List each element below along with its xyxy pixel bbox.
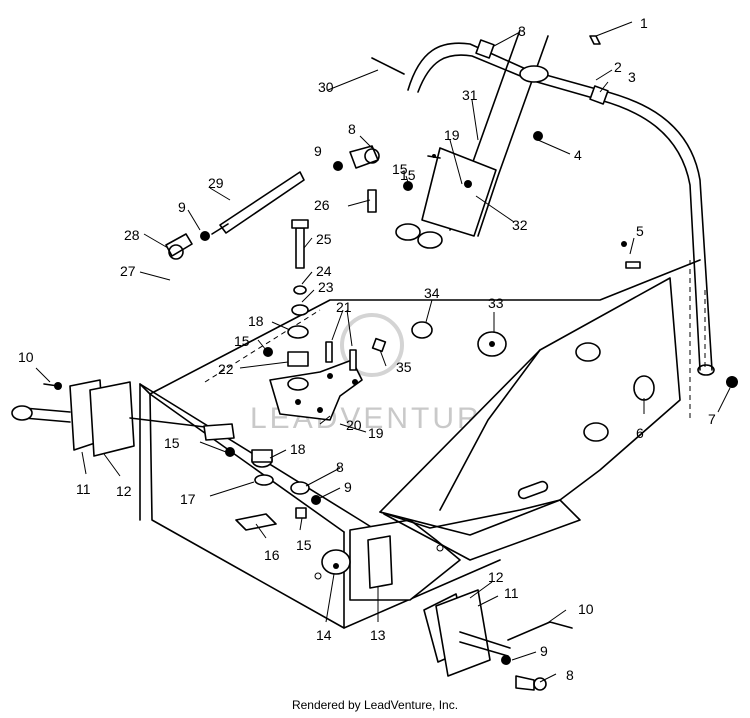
callout-15e: 15: [400, 167, 416, 183]
callout-19b: 19: [368, 425, 384, 441]
callout-30: 30: [318, 79, 334, 95]
callout-14: 14: [316, 627, 332, 643]
frame: [139, 259, 706, 629]
callout-2: 2: [614, 59, 622, 75]
callout-9d: 9: [540, 643, 548, 659]
callout-23: 23: [318, 279, 334, 295]
callout-8c: 8: [566, 667, 574, 683]
callout-12a: 12: [116, 483, 132, 499]
callout-22: 22: [218, 361, 234, 377]
callout-3b: 3: [628, 69, 636, 85]
callout-27: 27: [120, 263, 136, 279]
callout-16: 16: [264, 547, 280, 563]
callout-18a: 18: [248, 313, 264, 329]
callout-19a: 19: [444, 127, 460, 143]
callout-17: 17: [180, 491, 196, 507]
callout-32: 32: [512, 217, 528, 233]
right-parts: [367, 35, 738, 401]
callout-6: 6: [636, 425, 644, 441]
callout-1: 1: [640, 15, 648, 31]
callout-24: 24: [316, 263, 332, 279]
callout-29: 29: [208, 175, 224, 191]
right-spindle: [423, 589, 573, 691]
callout-9b: 9: [178, 199, 186, 215]
callout-5: 5: [636, 223, 644, 239]
callout-26: 26: [314, 197, 330, 213]
callout-11a: 11: [76, 481, 91, 497]
callout-labels: 1 2 3 3 4 5 6 7 8 8 8 9 9 9 9 10 10 11 1…: [18, 15, 716, 683]
callout-25: 25: [316, 231, 332, 247]
callout-21: 21: [336, 299, 352, 315]
callout-10a: 10: [18, 349, 34, 365]
steering-handlebar: [395, 29, 715, 376]
callout-10b: 10: [578, 601, 594, 617]
callout-20: 20: [346, 417, 362, 433]
callout-15c: 15: [164, 435, 180, 451]
lower-parts: [225, 347, 444, 589]
callout-8a: 8: [348, 121, 356, 137]
callout-35: 35: [396, 359, 412, 375]
callout-9a: 9: [314, 143, 322, 159]
callout-31: 31: [462, 87, 478, 103]
render-credit: Rendered by LeadVenture, Inc.: [291, 698, 459, 712]
pivot-plate: [269, 219, 363, 421]
callout-11b: 11: [504, 585, 519, 601]
callout-3a: 3: [518, 23, 526, 39]
callout-12b: 12: [488, 569, 504, 585]
callout-28: 28: [124, 227, 140, 243]
leader-lines: [35, 21, 731, 683]
callout-33: 33: [488, 295, 504, 311]
callout-13: 13: [370, 627, 386, 643]
callout-8b: 8: [336, 459, 344, 475]
callout-9c: 9: [344, 479, 352, 495]
callout-18b: 18: [290, 441, 306, 457]
callout-4: 4: [574, 147, 582, 163]
callout-15b: 15: [234, 333, 250, 349]
left-spindle: [11, 379, 235, 457]
callout-7: 7: [708, 411, 716, 427]
callout-15d: 15: [296, 537, 312, 553]
tie-rod: [165, 145, 380, 260]
callout-15a: 15: [392, 161, 408, 177]
callout-34: 34: [424, 285, 440, 301]
